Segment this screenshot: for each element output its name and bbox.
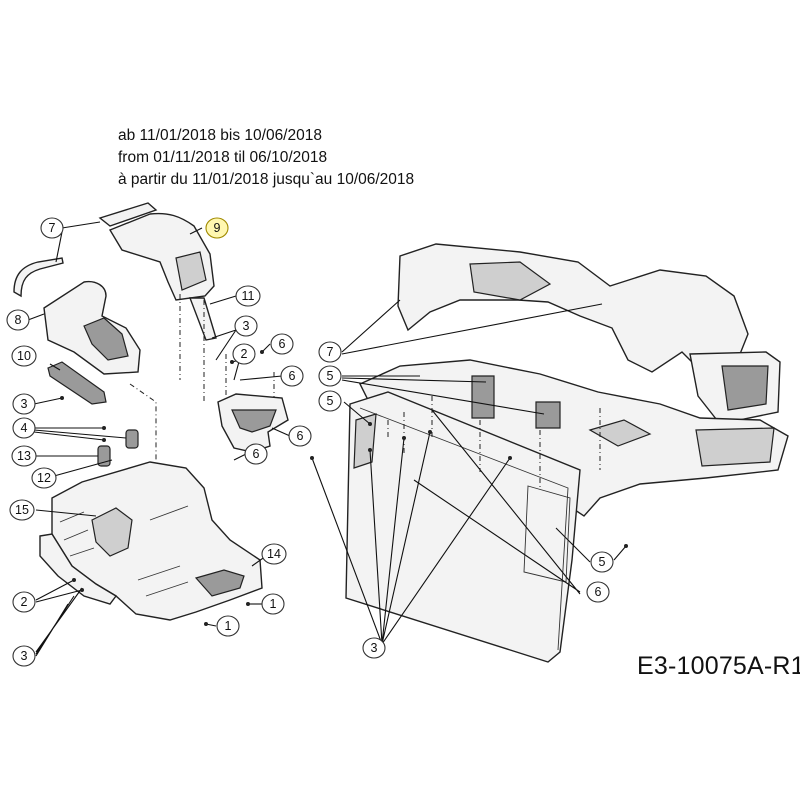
callout-4[interactable]: 4 — [12, 417, 36, 439]
callout-15[interactable]: 15 — [9, 499, 35, 521]
svg-text:4: 4 — [21, 421, 28, 435]
part-5-spring-left — [471, 375, 495, 419]
callout-2-top[interactable]: 2 — [232, 343, 256, 365]
svg-text:1: 1 — [225, 619, 232, 633]
svg-text:10: 10 — [17, 349, 31, 363]
part-5-footboard — [695, 427, 775, 467]
svg-text:8: 8 — [15, 313, 22, 327]
svg-text:6: 6 — [595, 585, 602, 599]
validity-caption-en: from 01/11/2018 til 06/10/2018 — [118, 149, 328, 166]
svg-text:5: 5 — [327, 394, 334, 408]
svg-text:3: 3 — [243, 319, 250, 333]
callout-13[interactable]: 13 — [11, 445, 37, 467]
svg-text:14: 14 — [267, 547, 281, 561]
svg-text:6: 6 — [279, 337, 286, 351]
svg-text:1: 1 — [270, 597, 277, 611]
svg-text:5: 5 — [327, 369, 334, 383]
part-4-spring-right — [125, 429, 139, 449]
svg-text:9: 9 — [214, 221, 221, 235]
svg-text:3: 3 — [21, 397, 28, 411]
svg-text:6: 6 — [289, 369, 296, 383]
part-5-switch-plate — [588, 419, 652, 447]
fasteners — [60, 350, 628, 626]
callout-1-a[interactable]: 1 — [261, 593, 285, 615]
svg-text:2: 2 — [241, 347, 248, 361]
callout-8[interactable]: 8 — [6, 309, 30, 331]
callout-7-right[interactable]: 7 — [318, 341, 342, 363]
document-number: E3-10075A-R1 — [637, 652, 800, 680]
validity-caption-de: ab 11/01/2018 bis 10/06/2018 — [118, 127, 322, 144]
part-5-spring-right — [535, 401, 561, 429]
callout-markers: 7 9 8 11 3 2 6 6 10 3 4 13 12 6 6 15 14 … — [6, 217, 614, 667]
part-14-footrest-pad — [194, 569, 245, 597]
svg-text:13: 13 — [17, 449, 31, 463]
assembly-line-left — [129, 294, 275, 462]
svg-text:5: 5 — [599, 555, 606, 569]
callout-3-top[interactable]: 3 — [234, 315, 258, 337]
left-assembly — [13, 202, 289, 621]
part-9-dash-cover-insert — [175, 251, 207, 291]
svg-text:12: 12 — [37, 471, 51, 485]
callout-14[interactable]: 14 — [261, 543, 287, 565]
callout-7-left[interactable]: 7 — [40, 217, 64, 239]
part-7-hood-grille — [721, 365, 769, 411]
part-7-trim-strip-lower — [13, 257, 64, 298]
svg-text:6: 6 — [297, 429, 304, 443]
part-7-upper-body-fender — [397, 243, 749, 373]
callout-6-b[interactable]: 6 — [280, 365, 304, 387]
part-10-grille — [47, 361, 107, 405]
svg-text:7: 7 — [49, 221, 56, 235]
callout-6-c[interactable]: 6 — [288, 425, 312, 447]
part-7-trim-strip-upper — [98, 202, 158, 227]
svg-text:7: 7 — [327, 345, 334, 359]
callout-10[interactable]: 10 — [11, 345, 37, 367]
part-11-vertical-strip — [188, 297, 217, 341]
part-15-fender-side — [39, 533, 118, 605]
callout-5-b[interactable]: 5 — [318, 390, 342, 412]
callout-3-bottom[interactable]: 3 — [12, 645, 36, 667]
callout-3-mid[interactable]: 3 — [12, 393, 36, 415]
svg-text:3: 3 — [21, 649, 28, 663]
callout-6-a[interactable]: 6 — [270, 333, 294, 355]
callout-6-e[interactable]: 6 — [586, 581, 610, 603]
svg-text:15: 15 — [15, 503, 29, 517]
part-6-seat-pan-inner — [231, 409, 277, 433]
callout-11[interactable]: 11 — [235, 285, 261, 307]
svg-text:3: 3 — [371, 641, 378, 655]
callout-6-d[interactable]: 6 — [244, 443, 268, 465]
callout-5-a[interactable]: 5 — [318, 365, 342, 387]
callout-3-right[interactable]: 3 — [362, 637, 386, 659]
assembly-line-right — [387, 396, 601, 490]
part-15-control-panel — [91, 507, 133, 557]
part-7-fender-seat-opening — [469, 261, 552, 301]
svg-text:6: 6 — [253, 447, 260, 461]
callout-9[interactable]: 9 — [205, 217, 229, 239]
svg-text:11: 11 — [242, 289, 255, 303]
part-8-console-dark-panel — [83, 317, 129, 361]
callout-12[interactable]: 12 — [31, 467, 57, 489]
back-panel-bracket — [353, 413, 377, 469]
svg-text:2: 2 — [21, 595, 28, 609]
callout-5-c[interactable]: 5 — [590, 551, 614, 573]
callout-2-bottom[interactable]: 2 — [12, 591, 36, 613]
callout-1-b[interactable]: 1 — [216, 615, 240, 637]
validity-caption-fr: à partir du 11/01/2018 jusqu`au 10/06/20… — [118, 171, 415, 188]
